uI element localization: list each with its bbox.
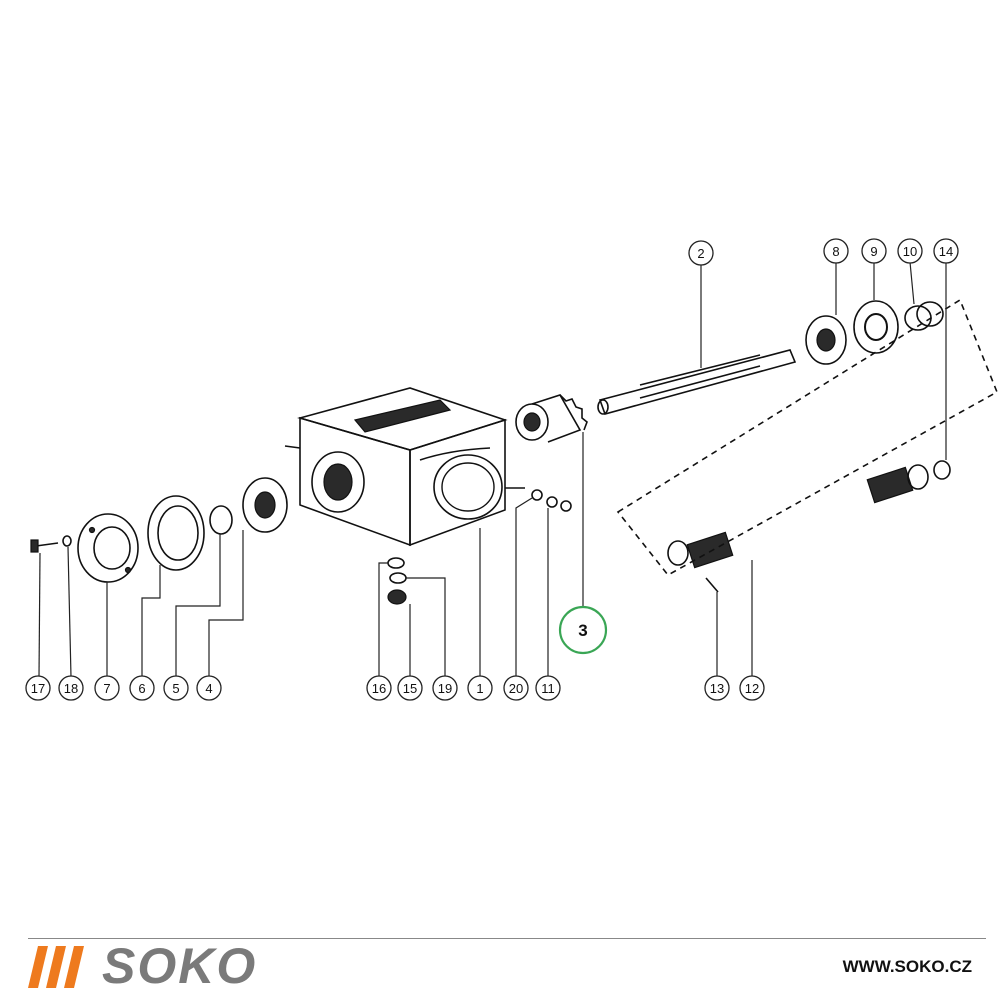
callout-13[interactable]: 13 (704, 675, 730, 701)
svg-text:17: 17 (31, 681, 45, 696)
bearing-8 (805, 315, 847, 365)
svg-text:8: 8 (832, 244, 839, 259)
pin-13 (705, 577, 719, 593)
callout-6[interactable]: 6 (129, 675, 155, 701)
callout-1[interactable]: 1 (467, 675, 493, 701)
leader-lines (38, 261, 947, 678)
logo-stripes-icon (28, 946, 84, 988)
svg-text:11: 11 (541, 681, 555, 696)
callout-8[interactable]: 8 (823, 238, 849, 264)
svg-text:2: 2 (697, 246, 704, 261)
gearbox-housing (284, 387, 525, 547)
bolt-17 (30, 539, 59, 553)
callout-19[interactable]: 19 (432, 675, 458, 701)
washer-19 (389, 572, 407, 584)
svg-text:19: 19 (438, 681, 452, 696)
callout-5[interactable]: 5 (163, 675, 189, 701)
nut-15 (387, 589, 407, 605)
callout-10[interactable]: 10 (897, 238, 923, 264)
cardan-shaft-dashed-frame (616, 298, 999, 577)
washer-20 (531, 489, 543, 501)
svg-text:14: 14 (939, 244, 953, 259)
brand-logo-text: SOKO (102, 938, 258, 994)
callout-3-highlighted[interactable]: 3 (558, 605, 608, 655)
svg-text:6: 6 (138, 681, 145, 696)
callout-12[interactable]: 12 (739, 675, 765, 701)
svg-text:3: 3 (578, 621, 587, 640)
washer-14 (933, 460, 951, 480)
svg-text:7: 7 (103, 681, 110, 696)
callout-16[interactable]: 16 (366, 675, 392, 701)
bevel-gear (515, 394, 588, 443)
ring-5 (209, 505, 233, 535)
washer-16 (387, 557, 405, 569)
spline-shaft (597, 349, 797, 415)
callout-2[interactable]: 2 (688, 240, 714, 266)
callout-14[interactable]: 14 (933, 238, 959, 264)
svg-text:13: 13 (710, 681, 724, 696)
cardan-shaft (667, 464, 929, 569)
gasket-6 (147, 495, 205, 571)
svg-text:12: 12 (745, 681, 759, 696)
callout-7[interactable]: 7 (94, 675, 120, 701)
svg-text:5: 5 (172, 681, 179, 696)
callout-9[interactable]: 9 (861, 238, 887, 264)
svg-text:4: 4 (205, 681, 212, 696)
svg-text:20: 20 (509, 681, 523, 696)
footer-divider (28, 938, 986, 939)
bearing-4 (242, 477, 288, 533)
svg-text:10: 10 (903, 244, 917, 259)
svg-text:15: 15 (403, 681, 417, 696)
svg-text:9: 9 (870, 244, 877, 259)
callout-15[interactable]: 15 (397, 675, 423, 701)
callout-18[interactable]: 18 (58, 675, 84, 701)
callout-20[interactable]: 20 (503, 675, 529, 701)
svg-text:18: 18 (64, 681, 78, 696)
bearing-9 (853, 300, 899, 354)
nut-11 (546, 496, 572, 512)
callout-17[interactable]: 17 (25, 675, 51, 701)
washer-18 (62, 535, 72, 547)
callout-11[interactable]: 11 (535, 675, 561, 701)
callout-4[interactable]: 4 (196, 675, 222, 701)
highlight-ring (558, 605, 608, 655)
website-url[interactable]: WWW.SOKO.CZ (842, 957, 972, 976)
bushing-10 (904, 301, 944, 331)
cover-7 (77, 513, 139, 583)
svg-text:16: 16 (372, 681, 386, 696)
svg-text:1: 1 (476, 681, 483, 696)
